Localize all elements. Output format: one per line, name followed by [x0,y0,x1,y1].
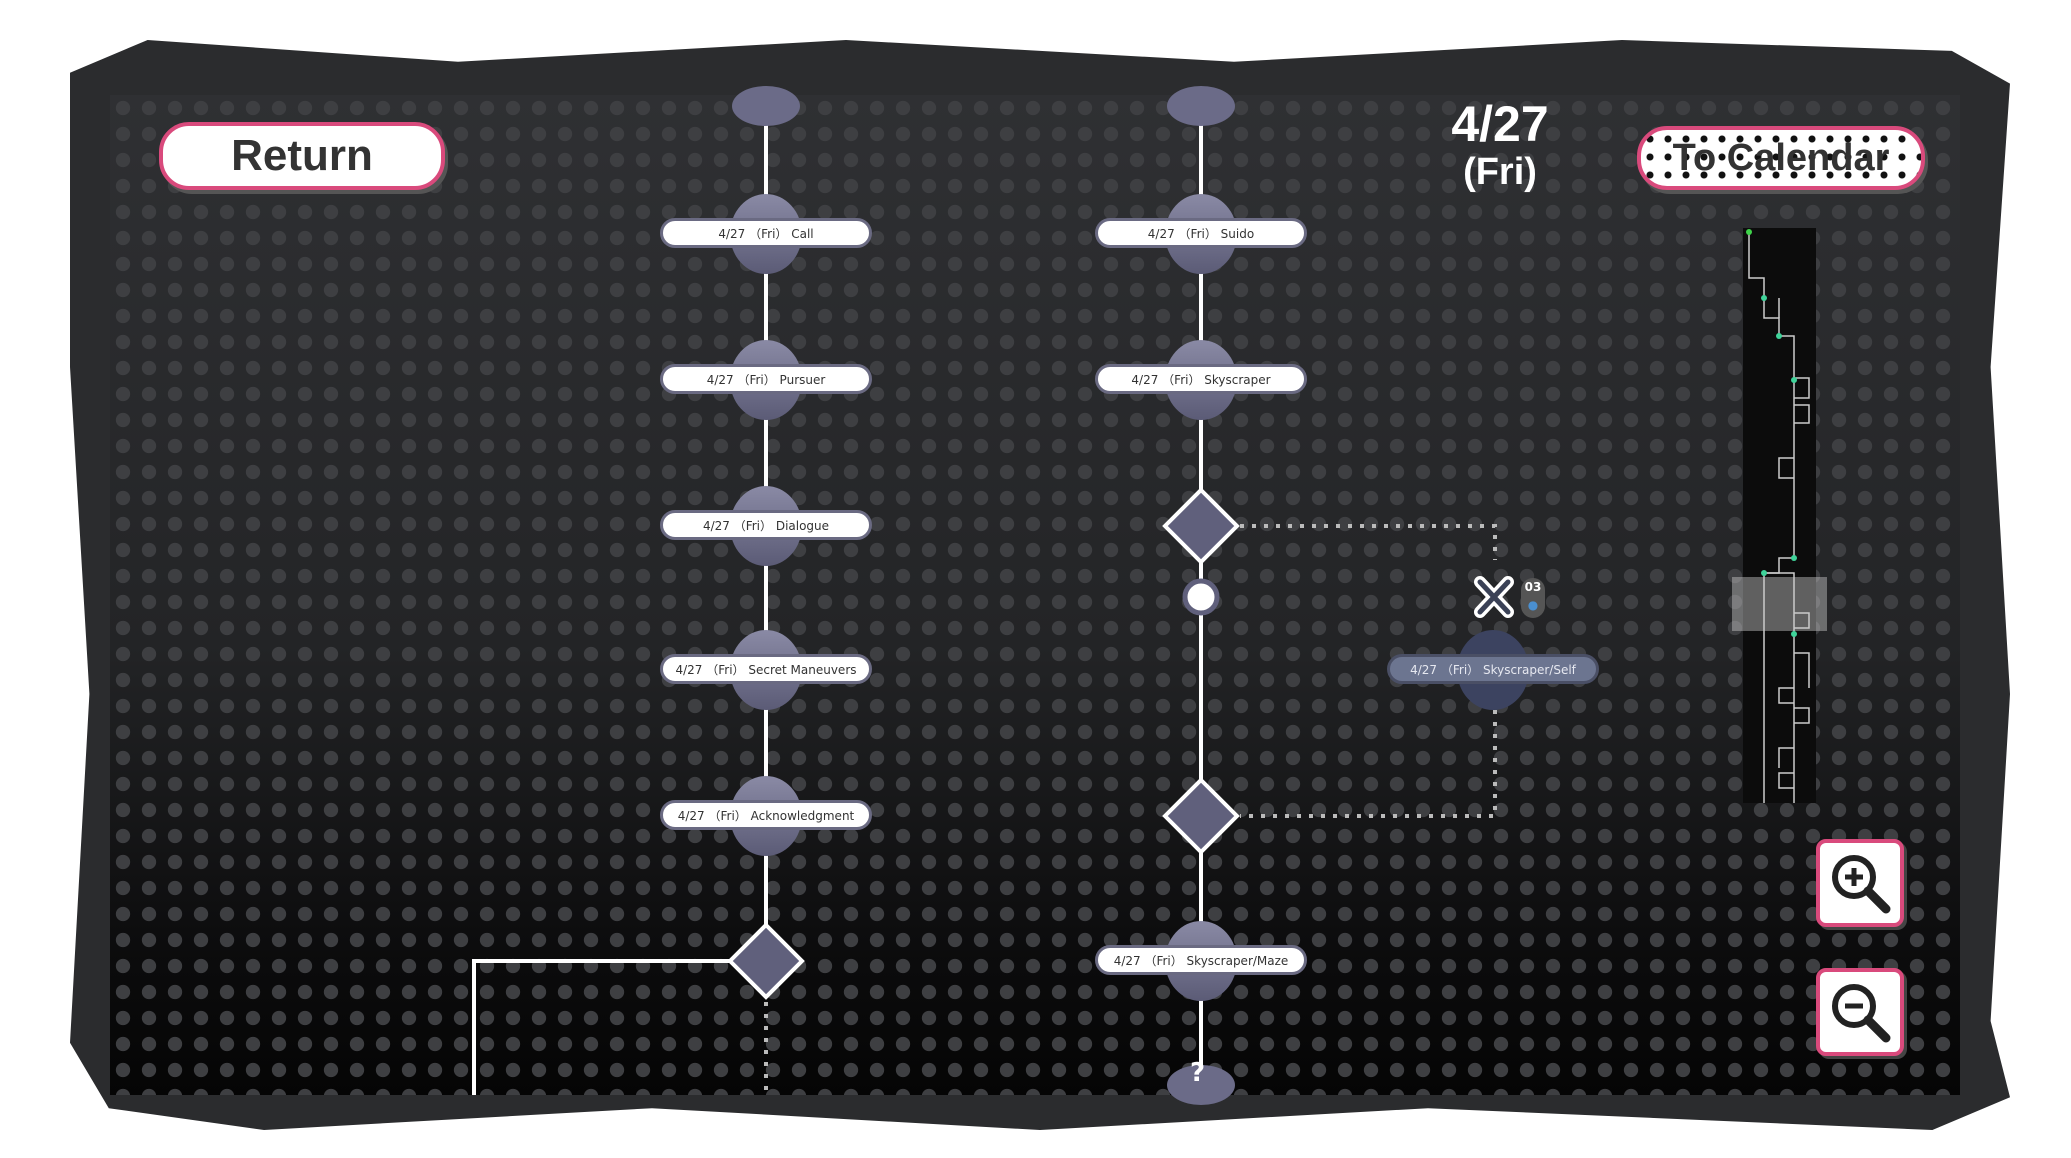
to-calendar-button[interactable]: To Calendar [1637,126,1925,190]
zoom-out-icon [1832,984,1891,1043]
current-date: 4/27(Fri) [1451,96,1549,193]
zoom-out-button[interactable] [1816,968,1904,1056]
branch-diamond [727,487,1240,1000]
minimap-graph [1746,229,1810,838]
zoom-in-button[interactable] [1816,839,1904,927]
lock-count-badge: 03● [1521,578,1545,618]
zoom-in-icon [1832,855,1891,914]
unknown-node-mark: ? [1190,1058,1206,1088]
return-button[interactable]: Return [159,122,445,190]
lock-icon: ● [1527,598,1539,612]
flowchart-canvas[interactable] [110,95,1960,1095]
minimap-viewport[interactable] [1732,577,1827,631]
flowchart-minimap[interactable] [1743,228,1816,838]
checkpoint-circle [1182,578,1220,616]
